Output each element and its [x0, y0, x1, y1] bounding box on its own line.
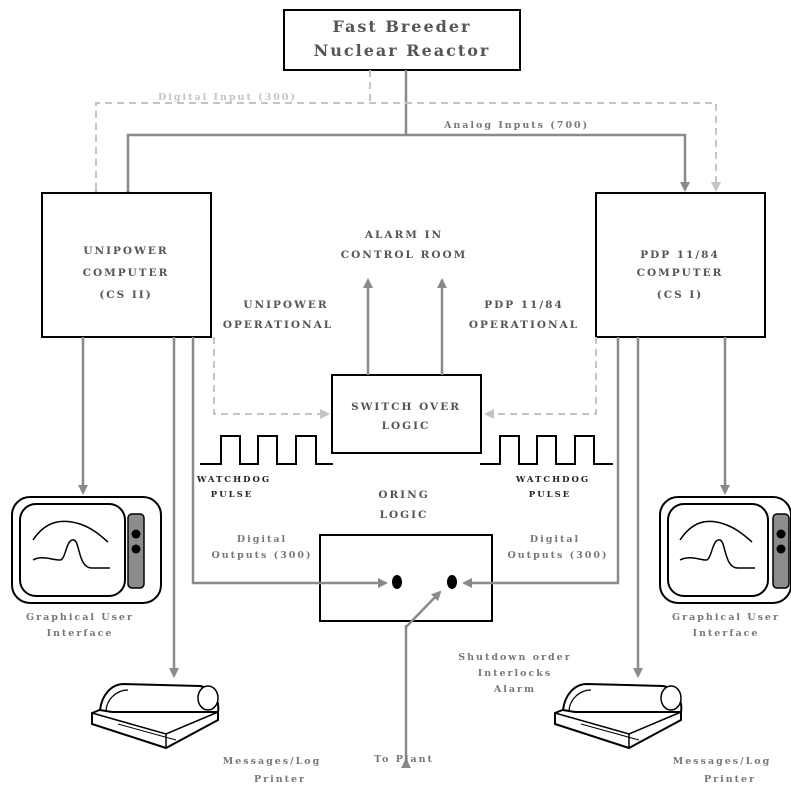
pdp-operational-line2: OPERATIONAL: [469, 319, 579, 331]
gui-right-line1: Graphical User: [672, 612, 780, 623]
watchdog-pulse-left: [200, 435, 333, 465]
digital-outputs-right-line1: Digital: [530, 534, 580, 545]
oring-line1: ORING: [378, 489, 429, 501]
reactor-title-line1: Fast Breeder: [333, 17, 472, 36]
switch-over-logic-box: SWITCH OVER LOGIC: [331, 374, 482, 454]
reactor-title-line2: Nuclear Reactor: [314, 41, 491, 60]
pdp-operational-signal: [484, 337, 597, 419]
switch-contact-right: [447, 575, 457, 589]
unipower-operational-line1: UNIPOWER: [243, 299, 328, 311]
unipower-operational-signal: [213, 337, 330, 419]
watchdog-pulse-right: [480, 435, 613, 465]
unipower-line3: (CS II): [99, 289, 152, 301]
digital-outputs-left-line1: Digital: [237, 534, 287, 545]
digital-outputs-left-connector: [191, 337, 388, 588]
gui-monitor-left-icon: [11, 496, 162, 604]
digital-input-label: Digital Input (300): [158, 92, 297, 103]
printer-right-line1: Messages/Log: [673, 756, 772, 767]
alarm-line1: ALARM IN: [364, 229, 443, 241]
digital-outputs-right-line2: Outputs (300): [508, 550, 609, 561]
unipower-line2: COMPUTER: [83, 267, 170, 279]
watchdog-right-line2: PULSE: [529, 490, 571, 500]
pdp-line3: (CS I): [657, 289, 703, 301]
unipower-line1: UNIPOWER: [83, 245, 168, 257]
unipower-operational-line2: OPERATIONAL: [223, 319, 333, 331]
digital-input-connector: [91, 70, 721, 198]
switch-over-line1: SWITCH OVER: [351, 401, 461, 413]
watchdog-right-line1: WATCHDOG: [515, 475, 590, 485]
alarm-line2: CONTROL ROOM: [341, 249, 467, 261]
shutdown-line3: Alarm: [493, 684, 536, 695]
oring-line2: LOGIC: [380, 509, 429, 521]
printer-right-icon: [554, 682, 683, 750]
gui-left-line2: Interface: [47, 628, 114, 639]
switch-lever: [405, 590, 442, 628]
reactor-box: Fast Breeder Nuclear Reactor: [283, 9, 521, 71]
analog-inputs-connector: [123, 70, 690, 198]
gui-monitor-right-icon: [659, 496, 791, 604]
shutdown-line1: Shutdown order: [458, 652, 571, 663]
switch-contact-left: [392, 575, 402, 589]
watchdog-left-line2: PULSE: [211, 490, 253, 500]
digital-outputs-right-connector: [462, 337, 620, 588]
printer-left-line2: Printer: [254, 774, 306, 785]
unipower-computer-box: UNIPOWER COMPUTER (CS II): [41, 192, 212, 338]
pdp-line2: COMPUTER: [637, 267, 724, 279]
pdp-computer-box: PDP 11/84 COMPUTER (CS I): [595, 192, 766, 338]
printer-left-icon: [91, 682, 220, 750]
switch-over-line2: LOGIC: [382, 420, 431, 432]
gui-right-line2: Interface: [693, 628, 760, 639]
gui-left-line1: Graphical User: [26, 612, 134, 623]
digital-outputs-left-line2: Outputs (300): [212, 550, 313, 561]
pdp-operational-line1: PDP 11/84: [484, 299, 564, 311]
printer-left-line1: Messages/Log: [223, 756, 322, 767]
analog-inputs-label: Analog Inputs (700): [443, 120, 589, 131]
to-plant-label: To Plant: [374, 754, 434, 765]
watchdog-left-line1: WATCHDOG: [196, 475, 271, 485]
shutdown-line2: Interlocks: [478, 668, 552, 679]
oring-logic-box: [319, 534, 493, 622]
pdp-line1: PDP 11/84: [640, 249, 720, 261]
printer-right-line2: Printer: [704, 774, 756, 785]
